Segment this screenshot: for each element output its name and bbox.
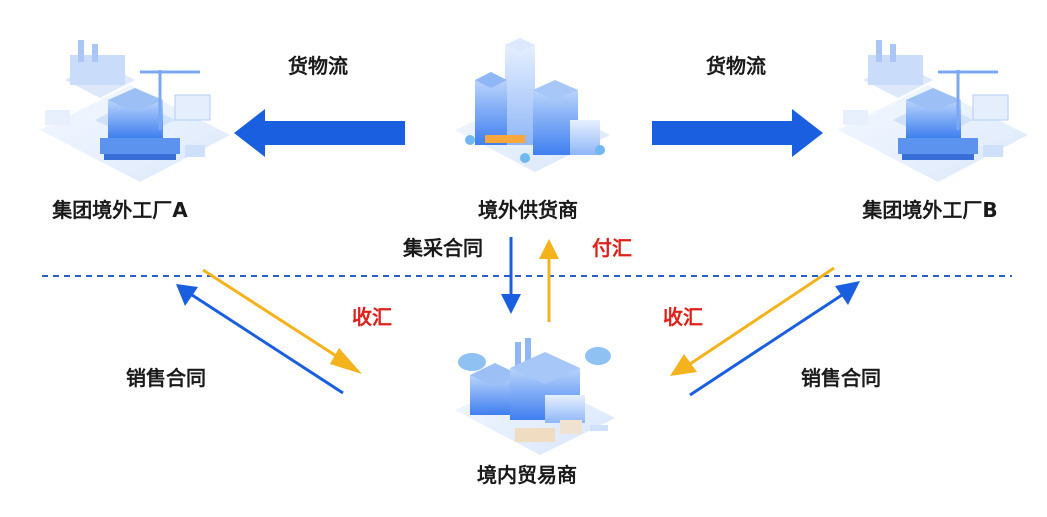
- receipt-label-left: 收汇: [352, 305, 392, 329]
- purchase-contract-arrow: [501, 294, 521, 314]
- receipt-label-right: 收汇: [663, 305, 703, 329]
- receipt-arrow-right: [670, 354, 697, 376]
- goods-flow-arrow-right: [652, 109, 823, 157]
- payment-label: 付汇: [592, 236, 632, 260]
- payment-arrow: [539, 239, 559, 259]
- goods-flow-label-left: 货物流: [288, 54, 348, 78]
- supplier-illustration: [455, 38, 610, 172]
- trader-illustration: [455, 338, 615, 455]
- goods-flow-label-right: 货物流: [706, 54, 766, 78]
- factory-a-label: 集团境外工厂A: [52, 198, 188, 222]
- sales-contract-label-left: 销售合同: [126, 366, 206, 390]
- factory-b-label: 集团境外工厂B: [862, 198, 998, 222]
- sales-contract-arrow-left: [176, 284, 198, 306]
- factory-a-illustration: [40, 40, 230, 182]
- trader-label: 境内贸易商: [477, 463, 577, 487]
- factory-b-illustration: [838, 40, 1028, 182]
- goods-flow-arrow-left: [234, 109, 405, 157]
- receipt-arrow-left: [330, 348, 362, 374]
- purchase-contract-label: 集采合同: [403, 236, 483, 260]
- supplier-label: 境外供货商: [478, 198, 578, 222]
- sales-contract-label-right: 销售合同: [801, 366, 881, 390]
- sales-contract-arrow-right: [835, 281, 860, 305]
